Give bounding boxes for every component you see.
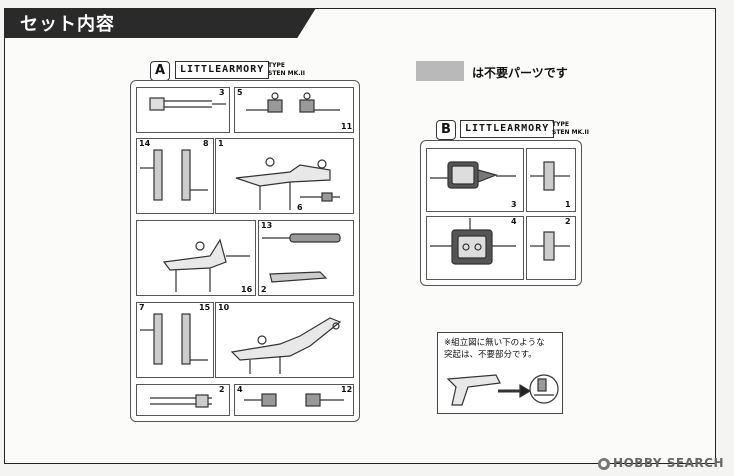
legend-text: は不要パーツです	[472, 66, 568, 80]
runner-b-type-line1: TYPE	[552, 121, 569, 128]
runner-b-type-label: TYPE STEN MK.II	[552, 121, 589, 137]
note-line1: ※組立図に無い下のような	[444, 338, 545, 348]
watermark: ●HOBBY SEARCH	[598, 456, 724, 470]
part-number: 2	[260, 285, 268, 294]
part-number: 15	[198, 303, 212, 312]
part-number: 1	[217, 139, 225, 148]
note-box: ※組立図に無い下のような 突起は、不要部分です。	[437, 332, 563, 414]
part-number: 1	[564, 200, 572, 209]
runner-a-type-label: TYPE STEN MK.II	[268, 62, 305, 78]
unneeded-part-swatch	[416, 61, 464, 81]
watermark-text: HOBBY SEARCH	[613, 456, 724, 470]
part-number: 10	[217, 303, 231, 312]
runner-a-cell-10	[215, 302, 354, 378]
part-number: 8	[202, 139, 210, 148]
speech-bubble-icon: ●	[598, 458, 611, 470]
title-bar	[4, 8, 316, 38]
note-illustration	[446, 374, 559, 406]
part-number: 11	[340, 122, 354, 131]
note-line2: 突起は、不要部分です。	[444, 350, 537, 360]
part-number: 2	[218, 385, 226, 394]
part-number: 2	[564, 217, 572, 226]
runner-b-type-line2: STEN MK.II	[552, 129, 589, 136]
runner-b-letter: B	[436, 120, 456, 140]
part-number: 3	[510, 200, 518, 209]
part-number: 13	[260, 221, 274, 230]
part-number: 4	[236, 385, 244, 394]
note-text: ※組立図に無い下のような 突起は、不要部分です。	[444, 337, 562, 361]
runner-a-cell-13-2	[258, 220, 354, 296]
part-number: 4	[510, 217, 518, 226]
part-number: 7	[138, 303, 146, 312]
runner-a-brand-logo: LITTLEARMORY	[175, 61, 270, 79]
runner-a-cell-14-8	[136, 138, 214, 214]
page-frame	[4, 8, 716, 464]
part-number: 16	[240, 285, 254, 294]
runner-b-brand-logo: LITTLEARMORY	[460, 120, 555, 138]
part-number: 5	[236, 88, 244, 97]
runner-a-cell-7-15	[136, 302, 214, 378]
part-number: 12	[340, 385, 354, 394]
part-number: 14	[138, 139, 152, 148]
runner-a-type-line2: STEN MK.II	[268, 70, 305, 77]
page-title: セット内容	[20, 14, 115, 35]
runner-a-cell-2	[136, 384, 230, 416]
part-number: 6	[296, 203, 304, 212]
part-number: 3	[218, 88, 226, 97]
runner-a-type-line1: TYPE	[268, 62, 285, 69]
